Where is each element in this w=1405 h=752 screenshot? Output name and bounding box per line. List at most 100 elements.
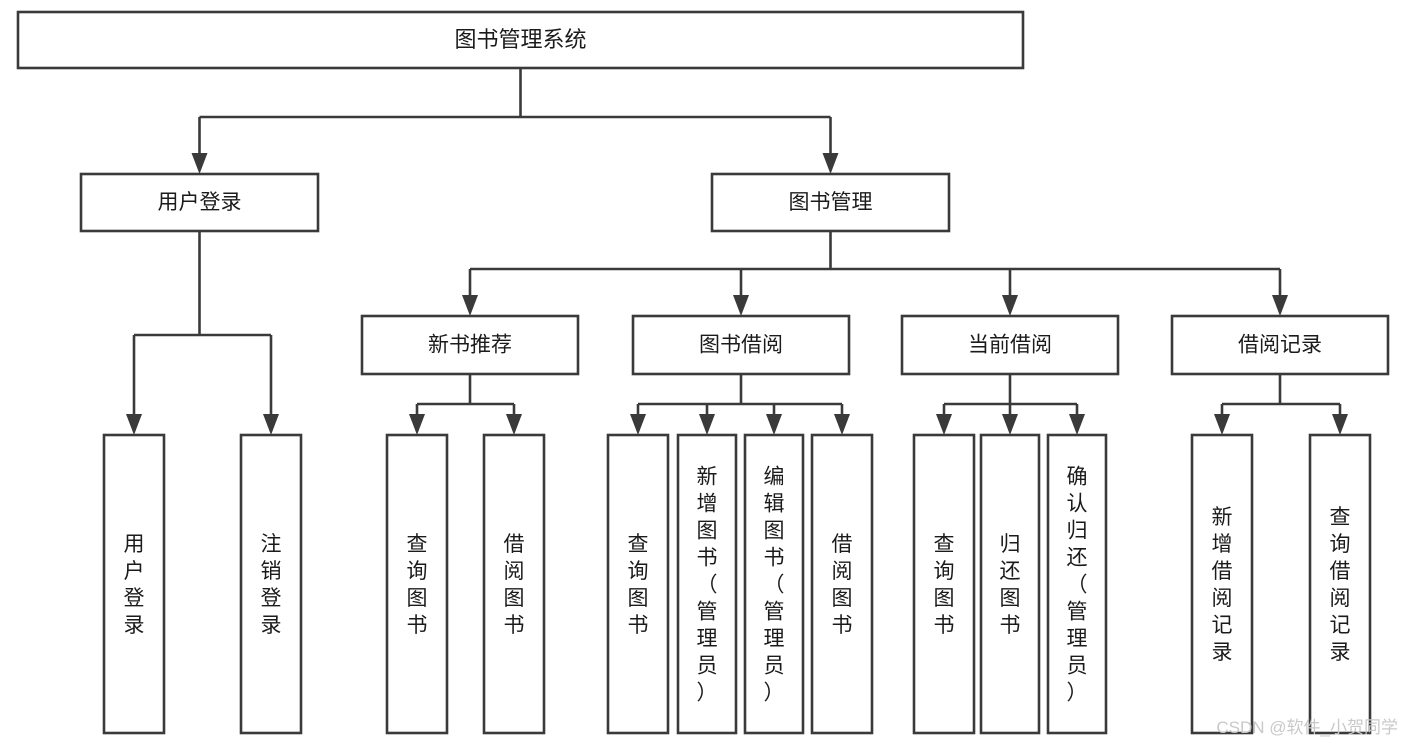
node-user-login[interactable]: 用户登录 <box>79 172 320 233</box>
node-label-current-borrow: 当前借阅 <box>968 334 1052 357</box>
node-label-leaf-return-book-char-1: 还 <box>1000 560 1021 583</box>
arrow-head-icon-book-borrow-3 <box>834 414 850 435</box>
arrow-head-icon-book-borrow-1 <box>699 414 715 435</box>
node-label-leaf-edit-book-char-6: 理 <box>764 628 785 651</box>
node-label-leaf-query-book-borrow-char-2: 图 <box>628 587 649 610</box>
node-box-root <box>16 10 1025 70</box>
node-book-borrow[interactable]: 图书借阅 <box>631 314 851 376</box>
node-label-leaf-return-book-char-0: 归 <box>1000 533 1021 556</box>
node-label-leaf-query-book-borrow-char-1: 询 <box>628 560 649 583</box>
node-label-leaf-edit-book-char-2: 图 <box>764 520 785 543</box>
node-label-leaf-query-record-char-0: 查 <box>1330 506 1351 529</box>
node-label-leaf-borrow-book-char-1: 阅 <box>832 560 853 583</box>
node-label-leaf-user-login-char-1: 户 <box>124 560 145 583</box>
node-label-leaf-user-login-char-3: 录 <box>124 614 145 637</box>
node-label-leaf-edit-book-char-8: ） <box>764 682 785 705</box>
node-label-leaf-edit-book-char-7: 员 <box>764 655 785 678</box>
node-label-leaf-confirm-return-char-7: 员 <box>1067 655 1088 678</box>
node-label-leaf-user-login-char-2: 登 <box>124 587 145 610</box>
csdn-watermark: CSDN @软件_小贺同学 <box>1216 718 1398 737</box>
node-new-book-recommend[interactable]: 新书推荐 <box>360 314 580 376</box>
arrow-head-icon-book-borrow-0 <box>630 414 646 435</box>
node-label-leaf-add-record-char-2: 借 <box>1212 560 1233 583</box>
node-label-leaf-borrow-book-rec-char-2: 图 <box>504 587 525 610</box>
node-label-leaf-edit-book-char-1: 辑 <box>764 493 785 516</box>
node-box-leaf-query-book-rec <box>385 433 449 735</box>
arrow-head-icon-current-borrow-2 <box>1069 414 1085 435</box>
node-label-leaf-add-record-char-5: 录 <box>1212 641 1233 664</box>
arrow-head-icon-new-book-recommend-1 <box>506 414 522 435</box>
node-label-leaf-borrow-book-rec-char-0: 借 <box>504 533 525 556</box>
node-label-leaf-return-book-char-2: 图 <box>1000 587 1021 610</box>
node-label-leaf-borrow-book-char-3: 书 <box>832 614 853 637</box>
node-label-leaf-query-book-borrow-char-0: 查 <box>628 533 649 556</box>
node-box-current-borrow <box>900 314 1120 376</box>
arrow-head-icon-borrow-record-0 <box>1214 414 1230 435</box>
node-label-leaf-add-book-char-1: 增 <box>697 493 718 516</box>
node-box-leaf-confirm-return <box>1046 433 1108 735</box>
node-label-leaf-query-book-rec-char-0: 查 <box>407 533 428 556</box>
node-label-leaf-confirm-return-char-1: 认 <box>1067 493 1088 516</box>
node-label-book-manage: 图书管理 <box>789 191 873 214</box>
arrow-head-icon-book-manage-0 <box>462 295 478 316</box>
node-label-leaf-confirm-return-char-8: ） <box>1067 682 1088 705</box>
node-label-leaf-user-login-char-0: 用 <box>124 533 145 556</box>
node-box-leaf-add-book <box>676 433 738 735</box>
node-book-manage[interactable]: 图书管理 <box>710 172 951 233</box>
node-label-leaf-query-book-cur-char-2: 图 <box>934 587 955 610</box>
node-label-new-book-recommend: 新书推荐 <box>428 334 512 357</box>
node-label-leaf-borrow-book-char-0: 借 <box>832 533 853 556</box>
nodes-layer: 图书管理系统用户登录图书管理新书推荐图书借阅当前借阅借阅记录用户登录注销登录查询… <box>16 10 1390 735</box>
node-label-leaf-add-book-char-2: 图 <box>697 520 718 543</box>
node-label-leaf-confirm-return-char-3: 还 <box>1067 547 1088 570</box>
node-label-leaf-logout-char-0: 注 <box>261 533 282 556</box>
node-box-leaf-query-record <box>1308 433 1372 735</box>
node-label-leaf-query-record-char-4: 记 <box>1330 614 1351 637</box>
node-box-leaf-user-login <box>102 433 166 735</box>
node-label-leaf-add-record-char-1: 增 <box>1212 533 1233 556</box>
node-label-leaf-add-book-char-5: 管 <box>697 601 718 624</box>
node-label-leaf-add-book-char-3: 书 <box>697 547 718 570</box>
node-root[interactable]: 图书管理系统 <box>16 10 1025 70</box>
arrow-head-icon-user-login-0 <box>126 414 142 435</box>
node-label-leaf-edit-book-char-4: （ <box>764 574 785 597</box>
node-label-leaf-confirm-return-char-4: （ <box>1067 574 1088 597</box>
node-box-leaf-borrow-book <box>810 433 874 735</box>
node-label-leaf-borrow-book-rec-char-3: 书 <box>504 614 525 637</box>
node-box-borrow-record <box>1170 314 1390 376</box>
node-label-leaf-add-book-char-8: ） <box>697 682 718 705</box>
node-current-borrow[interactable]: 当前借阅 <box>900 314 1120 376</box>
node-box-book-borrow <box>631 314 851 376</box>
node-label-leaf-query-book-rec-char-3: 书 <box>407 614 428 637</box>
node-box-new-book-recommend <box>360 314 580 376</box>
node-box-leaf-query-book-cur <box>912 433 976 735</box>
node-label-leaf-edit-book-char-5: 管 <box>764 601 785 624</box>
node-label-leaf-confirm-return-char-2: 归 <box>1067 520 1088 543</box>
node-leaf-user-login[interactable]: 用户登录 <box>102 433 166 735</box>
node-label-leaf-query-book-rec-char-2: 图 <box>407 587 428 610</box>
connectors-layer <box>126 68 1348 435</box>
node-label-leaf-query-record-char-3: 阅 <box>1330 587 1351 610</box>
node-label-leaf-add-book-char-6: 理 <box>697 628 718 651</box>
node-label-leaf-edit-book-char-0: 编 <box>764 466 785 489</box>
node-label-leaf-query-book-borrow-char-3: 书 <box>628 614 649 637</box>
node-label-leaf-add-book-char-4: （ <box>697 574 718 597</box>
node-borrow-record[interactable]: 借阅记录 <box>1170 314 1390 376</box>
node-box-book-manage <box>710 172 951 233</box>
arrow-head-icon-borrow-record-1 <box>1332 414 1348 435</box>
arrow-head-icon-book-manage-3 <box>1272 295 1288 316</box>
